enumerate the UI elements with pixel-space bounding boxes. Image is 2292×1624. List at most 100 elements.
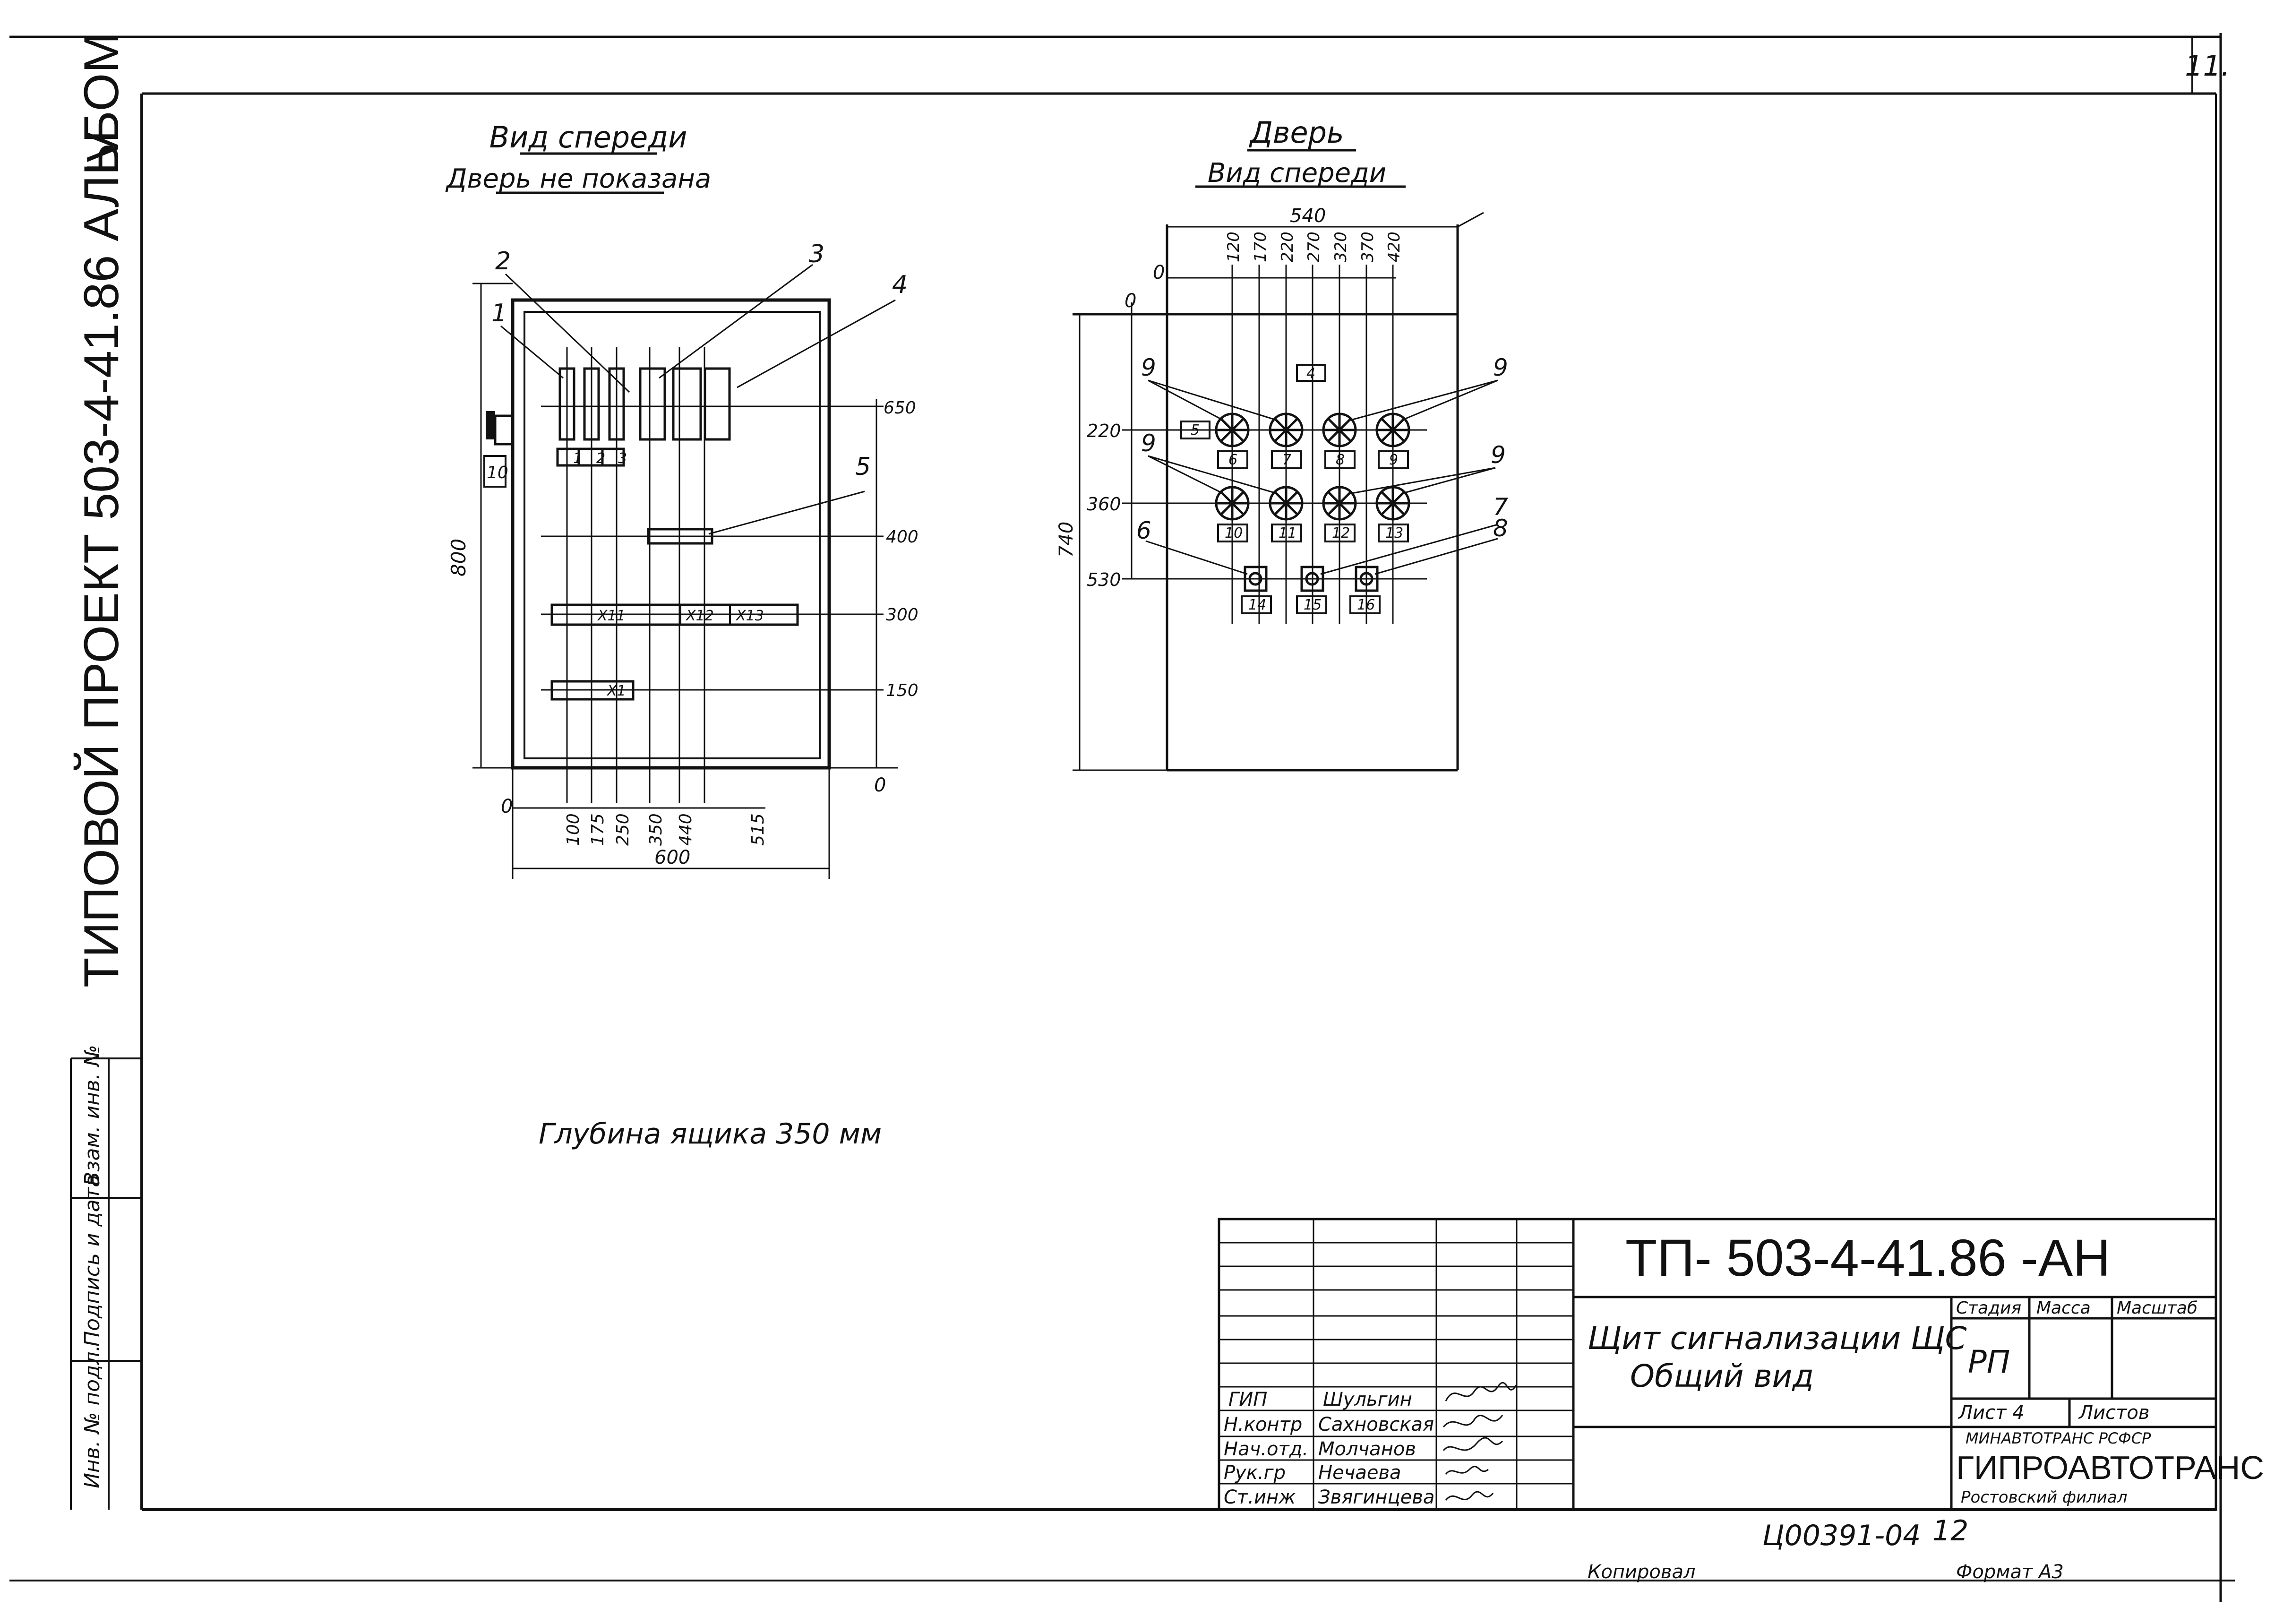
- door-lock: [486, 411, 495, 439]
- format-label: Формат А3: [1956, 1561, 2064, 1583]
- org-line1: МИНАВТОТРАНС РСФСР: [1966, 1429, 2151, 1447]
- sheet-frame: [9, 33, 2235, 1602]
- terminal-x12: Х12: [685, 608, 714, 624]
- door-y-tick-220: 220: [1087, 421, 1121, 441]
- box-label-5: 5: [1191, 422, 1200, 438]
- sheets-count: Листов: [2078, 1402, 2149, 1424]
- x-zero: 0: [501, 796, 513, 817]
- device-4a: [672, 367, 702, 441]
- door-x-tick-220: 220: [1278, 232, 1297, 262]
- lamp-row-1: [1215, 412, 1410, 447]
- door-y-tick-360: 360: [1087, 494, 1121, 515]
- box-label-16: 16: [1357, 597, 1375, 613]
- label-strip: [556, 447, 625, 467]
- role-5: Ст.инж: [1224, 1487, 1296, 1508]
- doc-number: Ц00391-04: [1762, 1519, 1921, 1552]
- door-label-boxes: [1180, 364, 1409, 614]
- side-title: ТИПОВОЙ ПРОЕКТ 503-4-41.86 АЛЬБОМ: [73, 32, 129, 988]
- box-label-14: 14: [1248, 597, 1266, 613]
- device-2a: [583, 367, 600, 441]
- box-label-10: 10: [1225, 525, 1243, 541]
- x-tick-175: 175: [588, 813, 608, 846]
- door-view-subtitle: Вид спереди: [1208, 158, 1386, 189]
- cabinet-inner-panel: [524, 311, 821, 759]
- x-tick-100: 100: [564, 813, 583, 846]
- button-row: [1244, 566, 1379, 592]
- terminal-x1: Х1: [606, 683, 626, 699]
- device-5: [647, 528, 713, 545]
- terminal-rail-x1: [550, 680, 635, 701]
- doc-name-line2: Общий вид: [1630, 1358, 1814, 1394]
- door-x-tick-420: 420: [1385, 232, 1404, 262]
- callout-3: 3: [809, 240, 824, 268]
- doc-code: ТП- 503-4-41.86 -АН: [1625, 1229, 2111, 1287]
- callout-10: 10: [487, 463, 508, 482]
- callout-5: 5: [855, 453, 871, 481]
- stage-value: РП: [1968, 1344, 2010, 1380]
- device-1: [558, 367, 575, 441]
- front-view-title: Вид спереди: [489, 120, 687, 155]
- device-3: [639, 367, 666, 441]
- x-tick-350: 350: [646, 813, 666, 846]
- cabinet-outline: [511, 298, 831, 770]
- door-callout-9d: 9: [1491, 441, 1506, 469]
- x-tick-440: 440: [676, 813, 695, 846]
- copied-label: Копировал: [1588, 1561, 1696, 1583]
- door-callout-8: 8: [1493, 515, 1508, 542]
- front-width-dim: 600: [654, 847, 690, 868]
- door-x-tick-370: 370: [1358, 232, 1377, 262]
- callout-1: 1: [491, 299, 507, 327]
- header-stage: Стадия: [1956, 1298, 2021, 1318]
- doc-name-line1: Щит сигнализации ЩС: [1588, 1320, 1967, 1357]
- terminal-x13: Х13: [735, 608, 764, 624]
- y-zero: 0: [874, 774, 886, 796]
- name-5: Звягинцева: [1318, 1487, 1434, 1508]
- door-view: Дверь Вид спереди 540 0 120 170 220 270 …: [1056, 115, 1508, 772]
- x-tick-515: 515: [748, 813, 768, 846]
- x-tick-250: 250: [613, 813, 633, 846]
- door-view-title: Дверь: [1248, 115, 1344, 150]
- device-2b: [608, 367, 625, 441]
- box-label-15: 15: [1304, 597, 1322, 613]
- sheet-no: Лист 4: [1957, 1402, 2025, 1424]
- name-4: Нечаева: [1318, 1462, 1401, 1484]
- door-height-dim: 740: [1056, 522, 1077, 558]
- lamp-row-2: [1215, 486, 1410, 521]
- front-height-dim: 800: [447, 539, 470, 576]
- small-label-1: 1: [573, 450, 582, 467]
- box-label-12: 12: [1332, 525, 1350, 541]
- role-3: Нач.отд.: [1224, 1438, 1308, 1460]
- sheet-number: 11.: [2185, 50, 2230, 83]
- door-y-zero: 0: [1125, 290, 1136, 312]
- door-width-dim: 540: [1290, 205, 1326, 227]
- header-scale: Масштаб: [2117, 1298, 2198, 1318]
- y-tick-150: 150: [886, 681, 919, 700]
- left-strip: Инв. № подл. Подпись и дата Взам. инв. №: [70, 1045, 142, 1510]
- hinge-top: [494, 414, 514, 446]
- door-callout-7: 7: [1493, 493, 1508, 521]
- terminal-rail-x11-x13: [550, 603, 799, 626]
- box-label-9: 9: [1389, 452, 1398, 468]
- door-callout-9b: 9: [1493, 354, 1508, 381]
- device-10: [483, 455, 506, 488]
- terminal-x11: Х11: [597, 608, 626, 624]
- door-x-zero: 0: [1153, 262, 1165, 284]
- org-line3: Ростовский филиал: [1961, 1488, 2127, 1507]
- box-label-6: 6: [1228, 452, 1237, 468]
- small-label-2: 2: [596, 450, 605, 467]
- device-4b: [704, 367, 731, 441]
- org-line2: ГИПРОАВТОТРАНС: [1956, 1449, 2264, 1486]
- header-mass: Масса: [2036, 1298, 2091, 1318]
- door-x-tick-120: 120: [1224, 232, 1243, 262]
- name-2: Сахновская: [1318, 1414, 1434, 1435]
- small-label-3: 3: [618, 450, 627, 467]
- strip-signature-date: Подпись и дата: [80, 1175, 104, 1347]
- name-1: Шульгин: [1323, 1389, 1412, 1410]
- role-1: ГИП: [1228, 1389, 1267, 1410]
- door-x-tick-320: 320: [1331, 232, 1350, 262]
- y-tick-300: 300: [886, 605, 919, 625]
- relay-row: [556, 367, 731, 467]
- box-label-8: 8: [1336, 452, 1345, 468]
- doc-page: 12: [1932, 1514, 1968, 1547]
- strip-replaces: Взам. инв. №: [80, 1045, 104, 1186]
